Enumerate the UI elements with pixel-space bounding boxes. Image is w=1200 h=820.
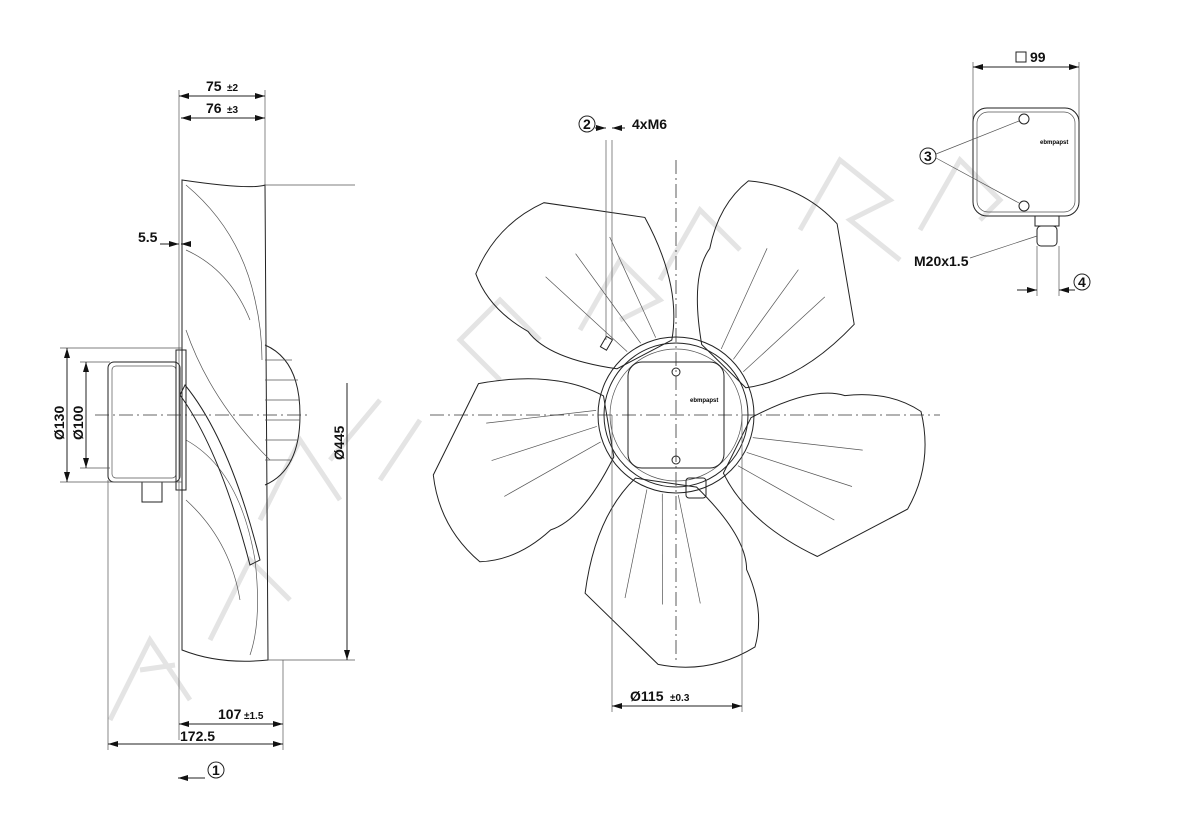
blade (722, 392, 926, 558)
callout-4: 4 (1078, 274, 1086, 290)
blade-rib (504, 441, 601, 497)
blade-rib (486, 410, 597, 424)
terminal-box-view: 99 ebmpapst 3 M20x1.5 4 (914, 49, 1091, 296)
blade-rib (609, 236, 657, 338)
watermark (107, 155, 1004, 722)
dim-445: Ø445 (331, 426, 347, 460)
blade-rib (677, 494, 701, 604)
blade-rib (743, 296, 826, 373)
dim-115: Ø115 (630, 688, 664, 704)
side-blades (179, 179, 271, 662)
blade-rib (720, 248, 768, 350)
blade (696, 180, 855, 389)
brand-label-front: ebmpapst (690, 398, 718, 404)
blade (475, 202, 675, 370)
dim-100: Ø100 (70, 406, 86, 440)
tol-107: ±1.5 (244, 711, 264, 722)
blade-rib (752, 437, 863, 451)
dim-130: Ø130 (51, 406, 67, 440)
tol-76: ±3 (227, 105, 238, 116)
tol-75: ±2 (227, 83, 238, 94)
dim-99: 99 (1030, 49, 1046, 65)
blade-rib (746, 452, 853, 487)
blade (584, 477, 760, 668)
callout-2: 2 (583, 116, 591, 132)
thread-label: 4xM6 (632, 116, 667, 132)
dim-107: 107 (218, 706, 242, 722)
front-view: ebmpapst 2 4xM6 Ø115 ±0.3 (430, 115, 940, 712)
blade-rib (491, 426, 597, 461)
tol-115: ±0.3 (670, 693, 690, 704)
blade-rib (624, 489, 648, 599)
blade-rib (575, 253, 641, 344)
callout-3: 3 (924, 148, 932, 164)
brand-label-box: ebmpapst (1040, 140, 1068, 146)
dim-5-5: 5.5 (138, 229, 158, 245)
blade-rib (737, 465, 835, 521)
gland-label: M20x1.5 (914, 253, 969, 269)
blade (432, 378, 615, 563)
blade-rib (733, 269, 799, 360)
dim-75: 75 (206, 78, 222, 94)
callout-1: 1 (212, 762, 220, 778)
dim-76: 76 (206, 100, 222, 116)
impeller-blades (432, 180, 926, 668)
blade-rib (545, 276, 628, 352)
dim-172-5: 172.5 (180, 728, 215, 744)
terminal-box-side (107, 349, 187, 503)
side-view: 75 ±2 76 ±3 5.5 Ø130 Ø100 Ø445 107 ±1.5 … (51, 78, 355, 781)
